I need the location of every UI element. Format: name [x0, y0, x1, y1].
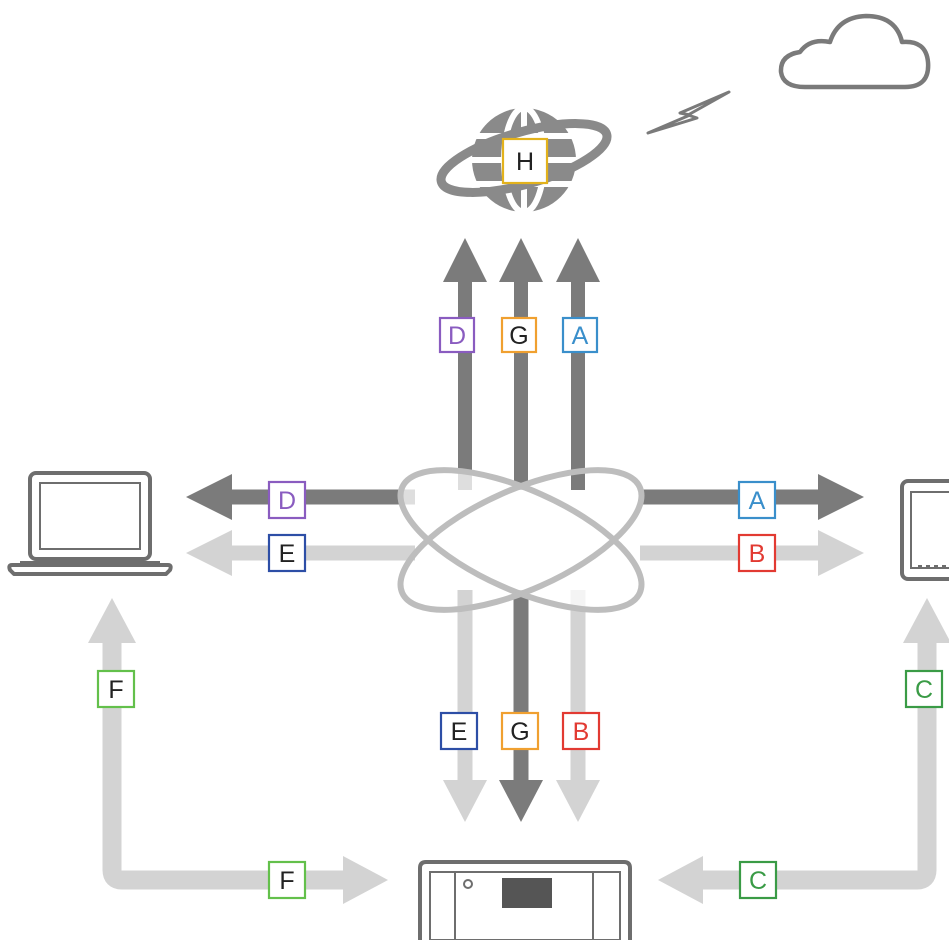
- path-laptop-printer: [102, 640, 355, 890]
- tag-letter: H: [516, 148, 534, 176]
- arrow-down-light-right: [556, 780, 600, 822]
- tag-box: [561, 316, 599, 354]
- tag-letter: G: [509, 322, 528, 350]
- arrow-up-to-tablet: [903, 598, 949, 643]
- arrow-up-left: [443, 238, 487, 282]
- tag-box: [904, 669, 944, 709]
- tag-box: [267, 860, 307, 900]
- tag-letter: B: [573, 718, 590, 746]
- tag-letter: C: [915, 676, 933, 704]
- arrow-up-center: [499, 238, 543, 282]
- tag-globe: H: [501, 137, 549, 185]
- tag-box: [267, 480, 307, 520]
- tag-left-top: D: [267, 480, 307, 520]
- tag-right-vertical: C: [904, 669, 944, 709]
- tag-up-left: D: [438, 316, 476, 354]
- tag-box: [737, 480, 777, 520]
- tag-box: [561, 711, 601, 751]
- tag-box: [500, 711, 540, 751]
- tag-down-left: E: [439, 711, 479, 751]
- tag-box: [439, 711, 479, 751]
- path-tablet-printer: [690, 640, 937, 890]
- arrow-right-light: [818, 530, 864, 576]
- arrow-right-dark: [818, 474, 864, 520]
- tablet-icon: [900, 479, 949, 581]
- tag-box: [501, 137, 549, 185]
- tag-letter: A: [749, 487, 766, 515]
- tag-left-bottom: E: [267, 533, 307, 573]
- light-connection-paths: [88, 530, 949, 904]
- tag-letter: A: [572, 322, 589, 350]
- arrow-down-dark: [499, 780, 543, 822]
- tag-down-right: B: [561, 711, 601, 751]
- tag-up-center: G: [500, 316, 538, 354]
- wireless-router-icon: [397, 467, 645, 613]
- tag-right-top: A: [737, 480, 777, 520]
- tag-left-horizontal: F: [267, 860, 307, 900]
- arrow-left-to-printer: [658, 856, 703, 904]
- tag-up-right: A: [561, 316, 599, 354]
- dark-connection-paths: [186, 238, 864, 822]
- tag-box: [96, 669, 136, 709]
- tag-down-center: G: [500, 711, 540, 751]
- tag-right-horizontal: C: [738, 860, 778, 900]
- cloud-icon: [778, 13, 931, 90]
- printer-icon: [418, 860, 632, 940]
- tag-box: [500, 316, 538, 354]
- tag-box: [267, 533, 307, 573]
- tag-letter: E: [451, 718, 468, 746]
- tag-letter: C: [749, 867, 767, 895]
- tag-letter: G: [510, 718, 529, 746]
- tag-letter: D: [448, 322, 466, 350]
- lightning-icon: [646, 90, 731, 135]
- tag-right-bottom: B: [737, 533, 777, 573]
- tag-letter: D: [278, 487, 296, 515]
- laptop-icon: [7, 471, 173, 576]
- tag-letter: F: [279, 867, 294, 895]
- tag-letter: E: [279, 540, 296, 568]
- arrow-down-light-left: [443, 780, 487, 822]
- arrow-right-to-printer: [343, 856, 388, 904]
- tag-box: [738, 860, 778, 900]
- tag-letter: F: [108, 676, 123, 704]
- arrow-left-light: [186, 530, 232, 576]
- arrow-up-to-laptop: [88, 598, 136, 643]
- tag-box: [737, 533, 777, 573]
- tag-box: [438, 316, 476, 354]
- tag-left-vertical: F: [96, 669, 136, 709]
- arrow-left-dark: [186, 474, 232, 520]
- arrow-up-right: [556, 238, 600, 282]
- tag-letter: B: [749, 540, 766, 568]
